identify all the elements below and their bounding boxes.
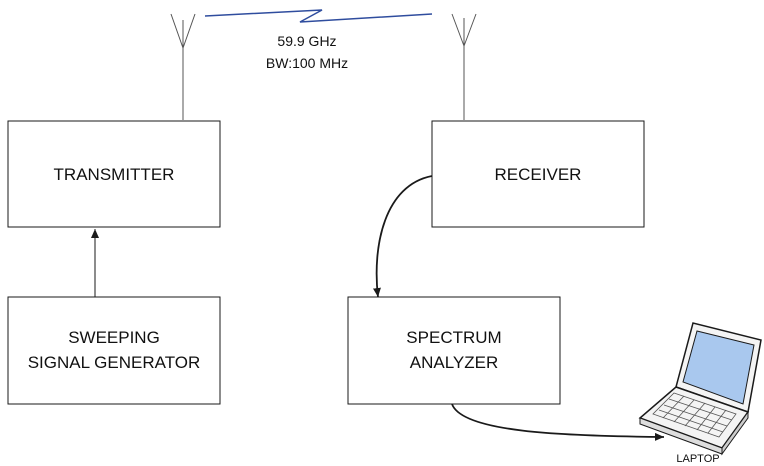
- receiver-to-analyzer-arrow: [372, 175, 433, 298]
- spectrum-analyzer-label-line2: ANALYZER: [410, 353, 499, 372]
- signal-generator-label-line1: SWEEPING: [68, 328, 160, 347]
- wireless-link-bolt: [204, 9, 433, 23]
- receive-antenna-icon: [451, 13, 477, 120]
- receiver-block: [431, 120, 645, 228]
- laptop-icon: [638, 322, 762, 456]
- receiver-label: RECEIVER: [495, 165, 582, 184]
- signal-generator-block: [7, 296, 221, 405]
- bandwidth-label: BW:100 MHz: [266, 55, 348, 71]
- frequency-label: 59.9 GHz: [277, 33, 336, 49]
- signal-generator-label-line2: SIGNAL GENERATOR: [28, 353, 201, 372]
- transmitter-label: TRANSMITTER: [54, 165, 175, 184]
- transmitter-block: [7, 120, 221, 228]
- transmit-antenna-icon: [170, 13, 196, 120]
- spectrum-analyzer-block: [347, 296, 561, 405]
- laptop-label: LAPTOP: [676, 453, 719, 465]
- spectrum-analyzer-label-line1: SPECTRUM: [406, 328, 501, 347]
- analyzer-to-laptop-arrow: [451, 403, 665, 441]
